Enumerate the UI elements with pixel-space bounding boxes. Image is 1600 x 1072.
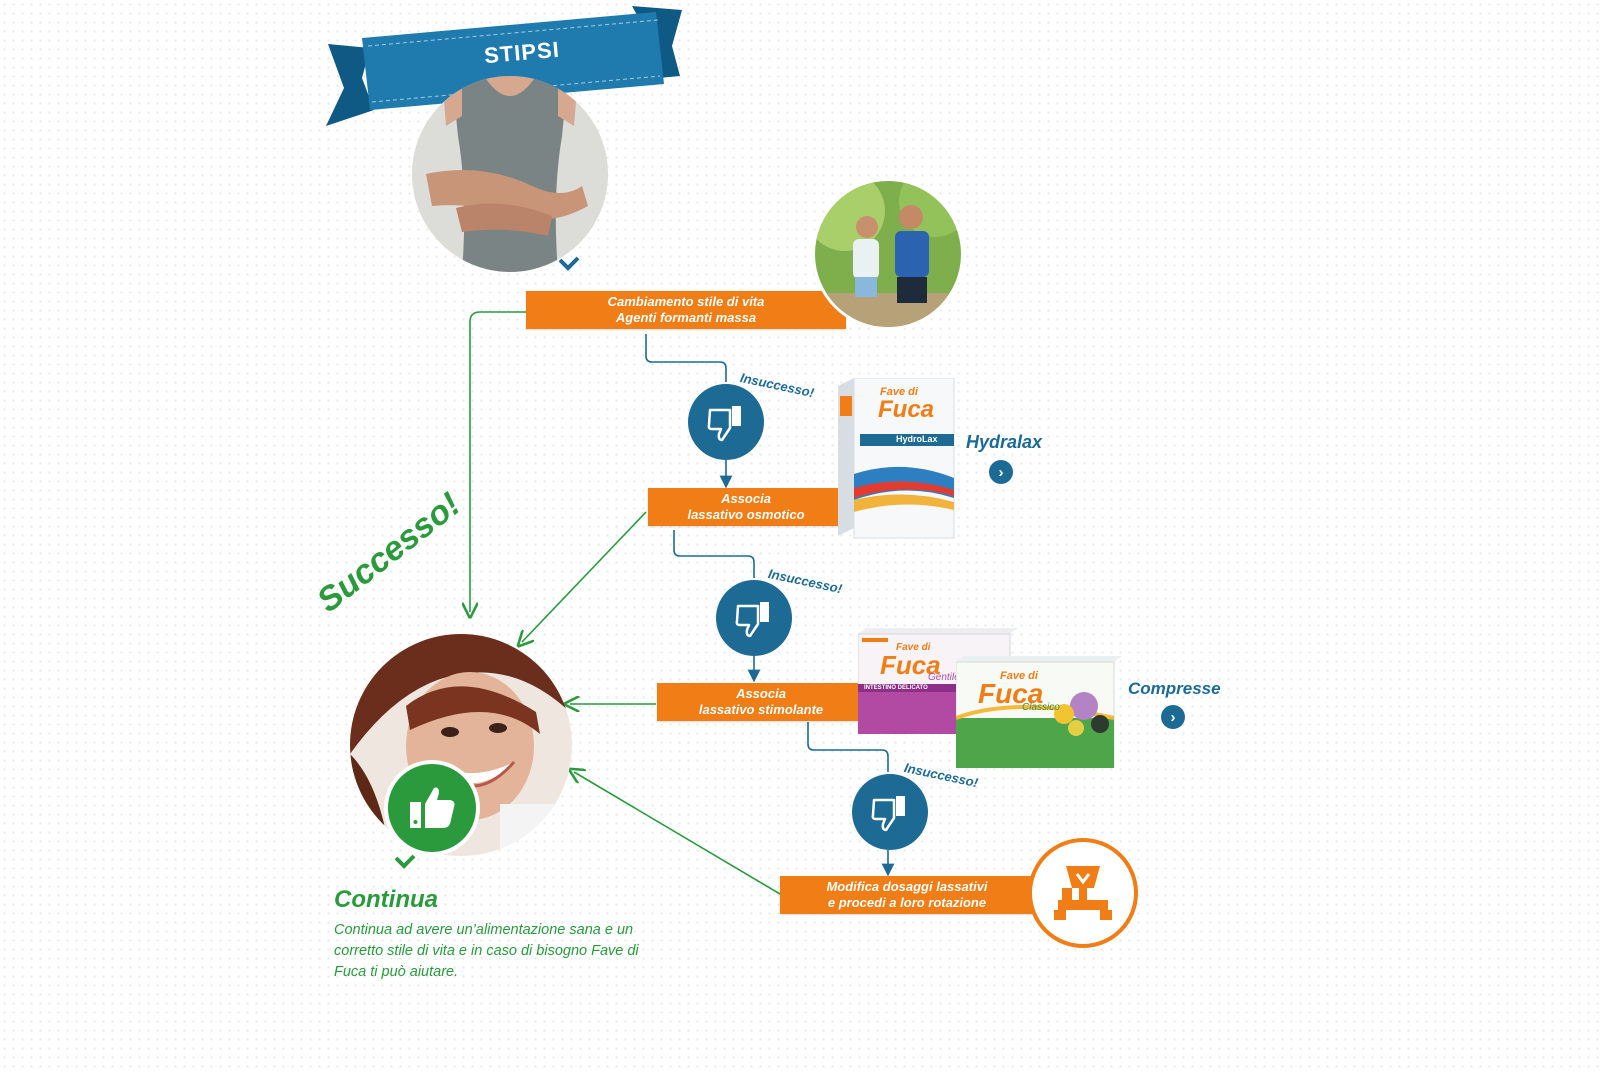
thumbs-down-icon [735,602,769,638]
step-osmotic-line2: lassativo osmotico [687,507,805,522]
classico-variant: Classico [1022,702,1060,713]
compresse-title[interactable]: Compresse [1128,679,1221,698]
ribbon-shape [326,6,682,126]
step-stimulant-line1: Associa [736,686,786,701]
success-badge [384,760,480,856]
continue-text: Continua ad avere un’alimentazione sana … [334,922,639,980]
step-osmotic: Associa lassativo osmotico [648,488,844,526]
hydralax-next-button[interactable]: › [989,460,1013,484]
step-stimulant-line2: lassativo stimolante [698,702,824,717]
hydralax-brand-top: Fave di [880,386,918,398]
failure-badge-2 [716,580,792,656]
thumbs-down-icon [871,796,905,832]
compresse-next-button[interactable]: › [1161,705,1185,729]
chevron-down-icon [558,256,580,271]
step-rotation: Modifica dosaggi lassativi e procedi a l… [780,876,1034,914]
continue-title: Continua [334,886,438,913]
stipsi-ribbon: STIPSI [322,2,692,132]
stomach-pain-photo [412,76,608,272]
gentile-band: INTESTINO DELICATO [864,685,928,691]
hydralax-product-box[interactable]: Fave di Fuca HydroLax [838,377,956,542]
hydralax-title[interactable]: Hydralax [966,432,1043,452]
step-rotation-line2: e procedi a loro rotazione [827,895,987,910]
chevron-down-icon [394,854,416,869]
classico-brand: Fuca [978,678,1044,709]
chevron-right-icon: › [998,463,1004,481]
thumbs-up-icon [410,787,455,828]
scale-badge [1028,838,1138,948]
step-osmotic-line1: Associa [721,491,771,506]
step-lifestyle-line1: Cambiamento stile di vita [607,294,765,309]
scale-icon [1054,866,1112,920]
runners-photo [812,178,964,330]
chevron-right-icon: › [1170,708,1176,726]
step-lifestyle: Cambiamento stile di vita Agenti formant… [526,291,846,329]
hydralax-variant: HydroLax [896,434,938,444]
classico-product-box[interactable]: Fave di Fuca Classico [955,656,1122,769]
failure-badge-1 [688,384,764,460]
failure-badge-3 [852,774,928,850]
step-rotation-line1: Modifica dosaggi lassativi [826,879,988,894]
gentile-variant: Gentile [928,672,960,683]
hydralax-brand: Fuca [878,396,935,423]
step-stimulant: Associa lassativo stimolante [657,683,865,721]
gentile-brand-top: Fave di [896,642,931,653]
classico-brand-top: Fave di [1000,670,1038,682]
step-lifestyle-line2: Agenti formanti massa [615,310,757,325]
gentile-brand: Fuca [880,650,941,680]
thumbs-down-icon [707,406,741,442]
success-label: Successo! [310,485,468,620]
